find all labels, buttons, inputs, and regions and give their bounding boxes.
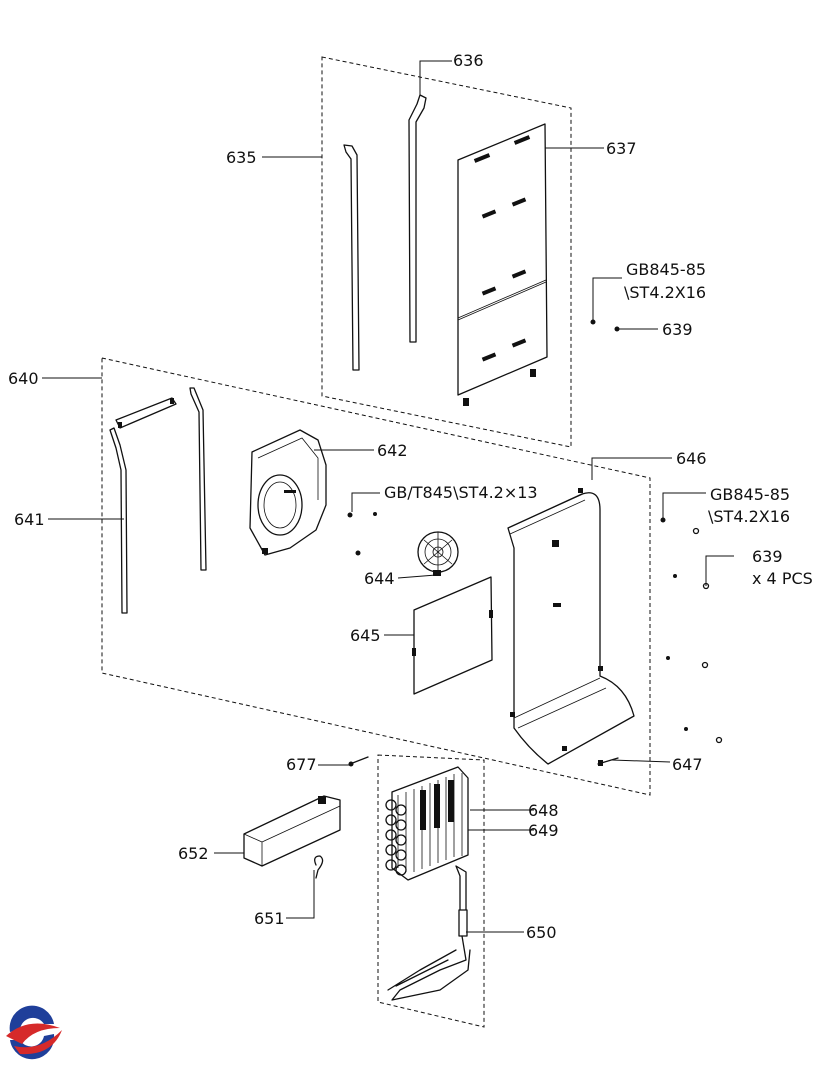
part-651-clip	[314, 855, 324, 879]
label-screw-top-2: \ST4.2X16	[624, 283, 706, 302]
part-645-cover-board	[412, 576, 493, 695]
part-647-sensor	[597, 757, 619, 766]
part-636-rail	[408, 94, 427, 343]
label-637: 637	[606, 139, 637, 158]
screws-646	[347, 512, 723, 744]
label-635: 635	[226, 148, 257, 167]
part-677-sensor	[348, 756, 369, 767]
part-646-evaporator-cover	[507, 488, 635, 765]
label-644: 644	[364, 569, 395, 588]
label-639-right-qty: x 4 PCS	[752, 569, 813, 588]
label-645: 645	[350, 626, 381, 645]
label-651: 651	[254, 909, 285, 928]
brand-swirl-logo-icon	[6, 1005, 62, 1060]
label-641: 641	[14, 510, 45, 529]
part-637-rear-panel	[457, 123, 548, 406]
part-641-rails	[109, 387, 207, 614]
label-649: 649	[528, 821, 559, 840]
part-635-rail	[343, 144, 360, 371]
label-677: 677	[286, 755, 317, 774]
label-650: 650	[526, 923, 557, 942]
label-652: 652	[178, 844, 209, 863]
label-639-right: 639	[752, 547, 783, 566]
part-652-drip-tray	[243, 795, 341, 867]
label-screw-right-1: GB845-85	[710, 485, 790, 504]
group-640-frame	[101, 357, 651, 796]
label-648: 648	[528, 801, 559, 820]
label-647: 647	[672, 755, 703, 774]
group-upper-frame	[321, 56, 572, 448]
label-screw-mid: GB/T845\ST4.2×13	[384, 483, 538, 502]
label-642: 642	[377, 441, 408, 460]
part-644-fan	[417, 531, 459, 576]
label-646: 646	[676, 449, 707, 468]
label-640: 640	[8, 369, 39, 388]
part-648-649-evaporator	[385, 766, 469, 881]
part-650-defrost-heater	[387, 865, 471, 1001]
part-642-fan-housing	[249, 429, 327, 556]
part-labels: 635 636 637 GB845-85 \ST4.2X16 639 640 6…	[8, 51, 813, 942]
label-screw-top-1: GB845-85	[626, 260, 706, 279]
label-636: 636	[453, 51, 484, 70]
group-lower-frame	[377, 754, 485, 1028]
label-639-top: 639	[662, 320, 693, 339]
label-screw-right-2: \ST4.2X16	[708, 507, 790, 526]
